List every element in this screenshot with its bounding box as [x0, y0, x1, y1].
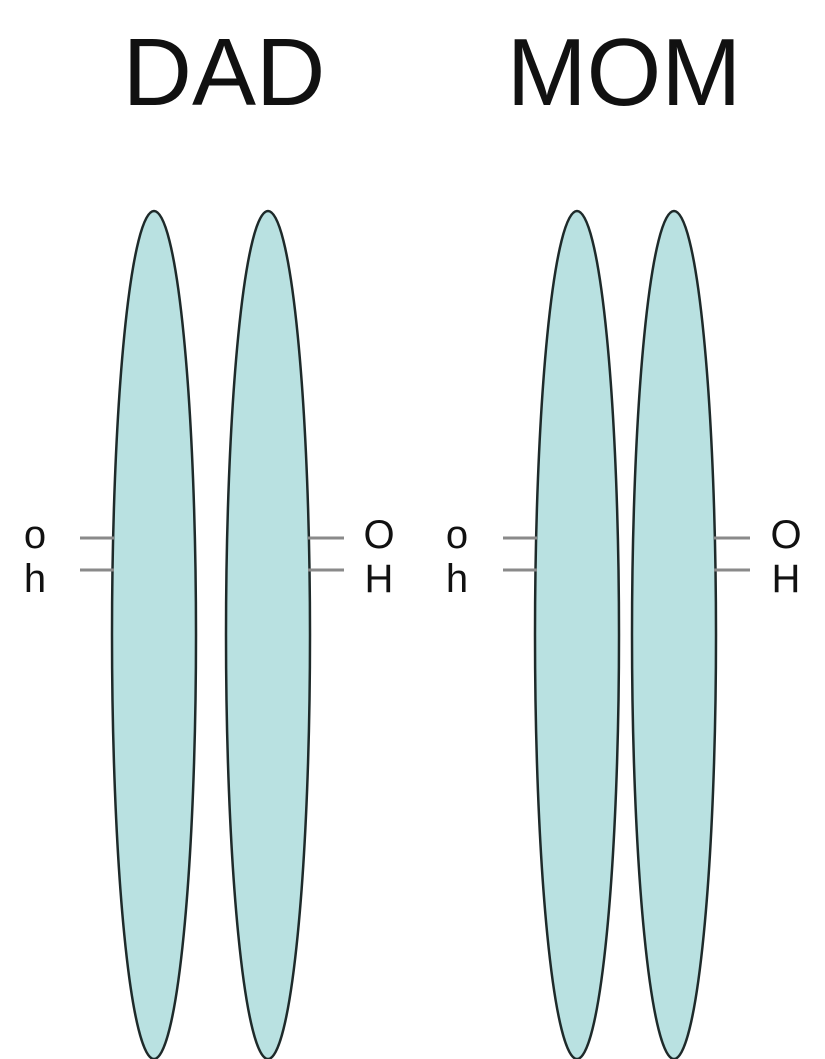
mom-chromosome-1 [533, 209, 621, 1059]
dad-allele-o: o [24, 513, 46, 557]
dad-allele-O: O [363, 513, 394, 557]
dad-allele-h: h [24, 557, 46, 601]
mom-title: MOM [507, 19, 742, 126]
dad-allele-H: H [365, 557, 394, 601]
mom-allele-H: H [772, 557, 801, 601]
mom-chromosome-2 [630, 209, 718, 1059]
dad-chromosome-2 [224, 209, 312, 1059]
mom-allele-h: h [446, 557, 468, 601]
mom-allele-o: o [446, 513, 468, 557]
mom-allele-O: O [770, 513, 801, 557]
dad-title: DAD [123, 19, 326, 126]
dad-chromosome-1 [110, 209, 198, 1059]
